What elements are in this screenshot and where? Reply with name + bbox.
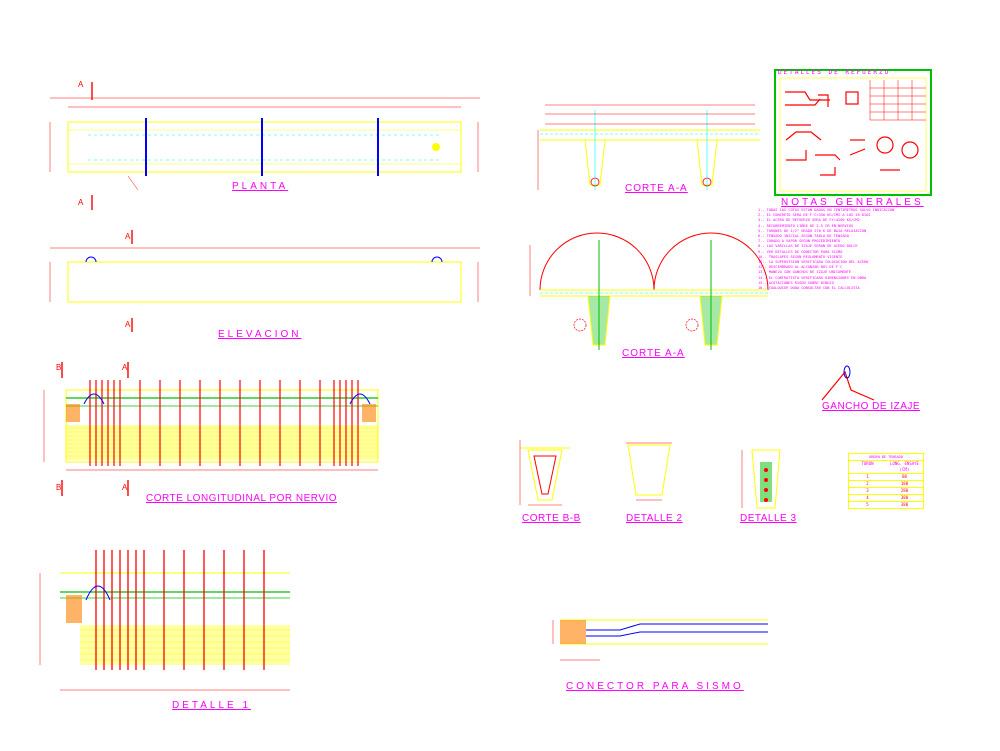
- table-cell: 3: [849, 487, 886, 494]
- table-header-cell: TORON: [849, 460, 886, 473]
- tension-table: ORDEN DE TENSADO TORON LONG. ENSAYE (CM)…: [848, 453, 924, 509]
- table-cell: 4: [849, 494, 886, 501]
- table-row: 2 180: [849, 480, 923, 487]
- section-mark-a-1: A: [78, 80, 84, 89]
- table-row: 5 380: [849, 501, 923, 508]
- table-row: 4 380: [849, 494, 923, 501]
- notas-generales-list: 1.- TODAS LAS COTAS ESTAN DADAS EN CENTI…: [758, 208, 933, 291]
- note-line: 13.- MANEJO CON GANCHOS DE IZAJE UNICAME…: [758, 270, 852, 275]
- section-mark-a-3: A: [125, 232, 131, 241]
- table-cell: 80: [886, 473, 923, 480]
- table-cell: 1: [849, 473, 886, 480]
- table-row: 3 280: [849, 487, 923, 494]
- table-cell: 5: [849, 501, 886, 508]
- note-line: 10.- TRASLAPES SEGUN REGLAMENTO VIGENTE: [758, 254, 843, 259]
- tension-table-title: ORDEN DE TENSADO: [869, 455, 903, 459]
- corte-aa-title-1: CORTE A-A: [625, 183, 688, 194]
- section-mark-a-2: A: [78, 198, 84, 207]
- section-mark-a-4: A: [125, 320, 131, 329]
- note-line: 14.- EL CONTRATISTA VERIFICARA DIMENSION…: [758, 275, 867, 280]
- section-mark-a-6: A: [122, 483, 128, 492]
- elevacion-title: ELEVACION: [218, 329, 302, 340]
- note-line: 4.- RECUBRIMIENTO LIBRE DE 2.5 CM EN NER…: [758, 223, 854, 228]
- table-header-cell: LONG. ENSAYE (CM): [886, 460, 923, 473]
- note-line: 5.- TORONES DE 1/2" GRADO 270 K DE BAJA …: [758, 228, 867, 233]
- note-line: 7.- CURADO A VAPOR SEGUN PROCEDIMIENTO: [758, 239, 841, 244]
- elevacion-view: [49, 230, 480, 332]
- corte-aa-title-2: CORTE A-A: [622, 348, 685, 359]
- note-line: 3.- EL ACERO DE REFUERZO SERA DE FY=4200…: [758, 218, 860, 223]
- note-line: 1.- TODAS LAS COTAS ESTAN DADAS EN CENTI…: [758, 208, 895, 212]
- corte-aa-top-view: [537, 104, 760, 190]
- detalle-3-view: [741, 449, 781, 509]
- detalles-refuerzo-panel: [774, 69, 932, 196]
- table-cell: 280: [886, 487, 923, 494]
- corte-longitudinal-title: CORTE LONGITUDINAL POR NERVIO: [146, 493, 338, 504]
- table-cell: 180: [886, 480, 923, 487]
- corte-longitudinal-view: [43, 362, 379, 496]
- table-cell: 380: [886, 494, 923, 501]
- tension-table-header: TORON LONG. ENSAYE (CM): [849, 460, 923, 473]
- note-line: 9.- VER DETALLES DE CONECTOR PARA SISMO: [758, 249, 843, 254]
- conector-sismo-view: [552, 619, 768, 661]
- section-mark-a-5: A: [122, 363, 128, 372]
- conector-sismo-title: CONECTOR PARA SISMO: [566, 681, 744, 692]
- detalle-3-title: DETALLE 3: [740, 513, 797, 524]
- detalle-2-view: [626, 442, 672, 501]
- table-cell: 380: [886, 501, 923, 508]
- detalle-1-view: [39, 550, 290, 691]
- corte-bb-title: CORTE B-B: [522, 513, 581, 524]
- note-line: 16.- CUALQUIER DUDA CONSULTAR CON EL CAL…: [758, 286, 860, 291]
- note-line: 8.- LAS VARILLAS DE IZAJE SERAN DE ACERO…: [758, 244, 858, 249]
- corte-aa-arch-view: [529, 232, 769, 350]
- note-line: 6.- TENSADO INICIAL SEGUN TABLA DE TENSA…: [758, 234, 849, 239]
- note-line: 11.- LA SUPERVISION VERIFICARA COLOCACIO…: [758, 260, 869, 265]
- detalle-1-title: DETALLE 1: [172, 700, 252, 711]
- table-row: 1 80: [849, 473, 923, 480]
- note-line: 12.- DESCIMBRADO AL ALCANZAR 80% DE F'C: [758, 265, 843, 270]
- section-mark-b-1: B: [56, 363, 62, 372]
- notas-generales-title: NOTAS GENERALES: [781, 197, 924, 208]
- section-mark-b-2: B: [56, 483, 62, 492]
- gancho-izaje-title: GANCHO DE IZAJE: [822, 401, 921, 412]
- planta-title: PLANTA: [232, 181, 289, 192]
- gancho-izaje-view: [821, 365, 875, 401]
- note-line: 15.- ACOTACIONES RIGEN SOBRE DIBUJO: [758, 280, 834, 285]
- note-line: 2.- EL CONCRETO SERA DE F'C=350 KG/CM2 A…: [758, 213, 871, 218]
- corte-bb-view: [519, 440, 570, 506]
- table-cell: 2: [849, 480, 886, 487]
- planta-view: [49, 82, 480, 210]
- detalles-refuerzo-title: DETALLES DE REFUERZO: [778, 69, 891, 76]
- detalle-2-title: DETALLE 2: [626, 513, 683, 524]
